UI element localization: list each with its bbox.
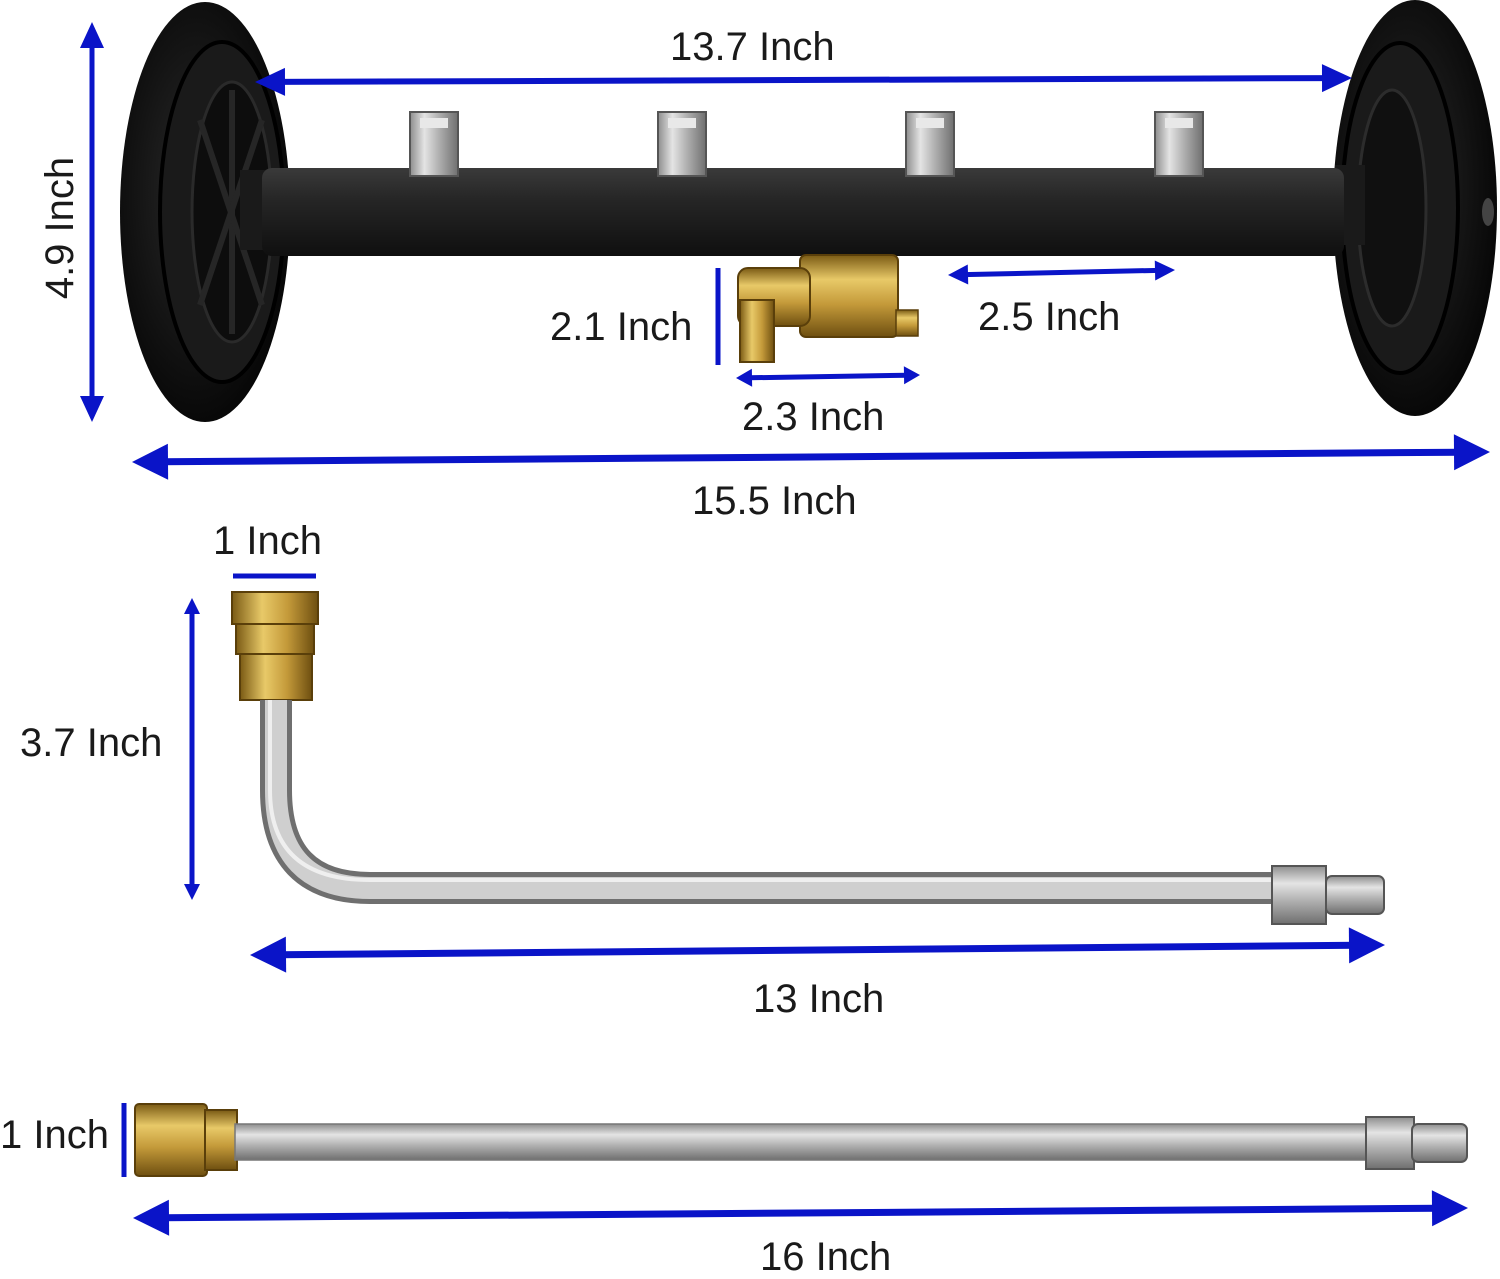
quick-connect-coupler — [134, 1103, 238, 1177]
nozzle-spacing-arrow-head-end — [1154, 260, 1175, 281]
bent-wand-height-arrow-head-start — [184, 598, 200, 614]
right-wheel-icon — [1333, 0, 1497, 416]
straight-wand-length-label: 16 Inch — [760, 1235, 892, 1279]
straight-wand-length-arrow — [161, 1204, 1440, 1222]
nozzle-spacing-arrow — [963, 267, 1160, 278]
left-wheel-icon — [120, 2, 290, 422]
nozzle-spacing-label: 2.5 Inch — [978, 295, 1121, 339]
straight-wand-length-arrow-head-end — [1431, 1190, 1468, 1227]
overall-width-label: 15.5 Inch — [692, 479, 857, 523]
nozzle-icon — [1154, 111, 1204, 177]
spray-bar — [262, 168, 1344, 256]
inlet-width-label: 2.3 Inch — [742, 395, 885, 439]
nozzle-icon — [657, 111, 707, 177]
bent-wand — [231, 591, 1385, 925]
bent-wand-length-arrow — [278, 941, 1357, 959]
overall-width-arrow-head-start — [132, 443, 169, 480]
overall-width-arrow-head-end — [1453, 434, 1490, 471]
nozzle-spacing-arrow-head-start — [948, 264, 969, 285]
bar-length-arrow-head-end — [1321, 64, 1352, 93]
quick-connect-coupler — [231, 591, 319, 701]
nozzle-icon — [409, 111, 459, 177]
bar-length-arrow — [278, 75, 1329, 85]
height-label: 4.9 Inch — [38, 156, 82, 300]
height-arrow-head-end — [80, 396, 104, 422]
inlet-height-label: 2.1 Inch — [550, 305, 693, 349]
bent-wand-height-label: 3.7 Inch — [20, 721, 163, 765]
straight-wand-length-arrow-head-start — [133, 1199, 170, 1236]
height-arrow-head-start — [80, 22, 104, 48]
bent-wand-height-arrow-head-end — [184, 884, 200, 900]
straight-wand — [134, 1103, 1468, 1177]
bent-wand-length-arrow-head-end — [1348, 927, 1385, 964]
nozzle-icon — [905, 111, 955, 177]
surface-cleaner — [120, 0, 1497, 422]
inlet-width-arrow-head-end — [903, 366, 920, 385]
bent-wand-length-label: 13 Inch — [753, 977, 885, 1021]
overall-width-arrow — [160, 448, 1462, 466]
straight-coupler-height-label: 1 Inch — [0, 1113, 109, 1157]
inlet-width-arrow-head-start — [736, 368, 753, 387]
coupler-width-label: 1 Inch — [213, 519, 322, 563]
dimension-arrows — [80, 22, 1490, 1236]
bar-length-arrow-head-start — [255, 67, 286, 96]
inlet-width-arrow — [748, 372, 908, 381]
bar-length-label: 13.7 Inch — [670, 25, 835, 69]
bent-wand-length-arrow-head-start — [250, 936, 287, 973]
brass-inlet — [737, 254, 919, 363]
